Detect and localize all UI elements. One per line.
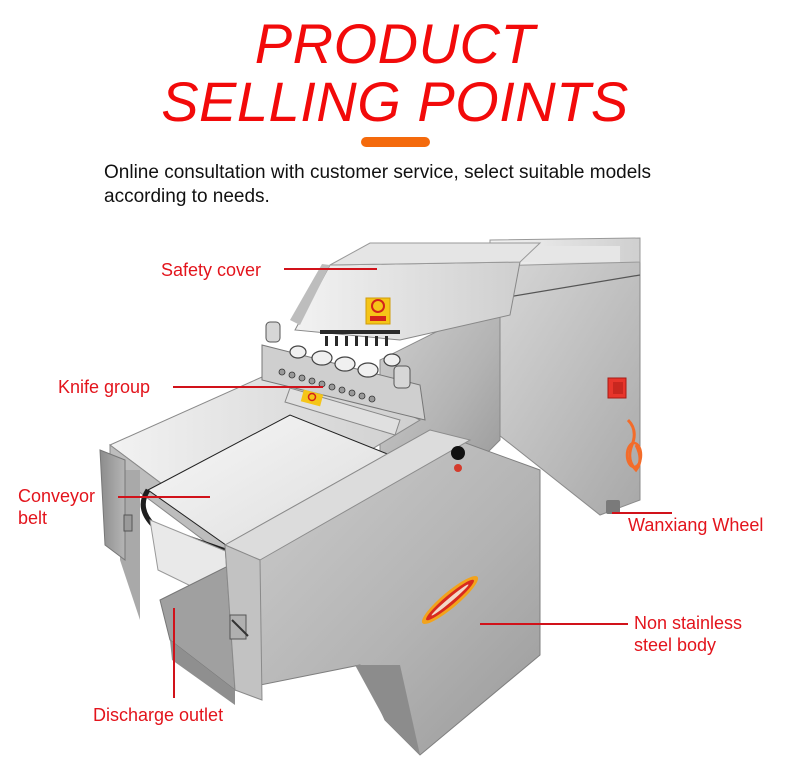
- subtitle-line-1: Online consultation with customer servic…: [104, 162, 652, 183]
- leader-line-wanxiang-wheel: [612, 512, 672, 514]
- leader-line-discharge-outlet: [173, 608, 175, 698]
- callout-steel-body: Non stainless steel body: [634, 612, 742, 656]
- title-accent-bar: [361, 137, 430, 147]
- leader-line-safety-cover: [284, 268, 377, 270]
- subtitle-line-2: according to needs.: [104, 186, 270, 207]
- title-line-1: PRODUCT: [254, 12, 536, 75]
- callout-steel-body-line-2: steel body: [634, 635, 717, 655]
- callout-wanxiang-wheel: Wanxiang Wheel: [628, 515, 764, 535]
- callout-steel-body-line-1: Non stainless: [634, 613, 743, 633]
- safety-cover-shape: [290, 242, 542, 346]
- leader-line-conveyor-belt: [118, 496, 210, 498]
- title-line-2: SELLING POINTS: [161, 70, 629, 133]
- discharge-chute: [159, 564, 236, 705]
- callout-safety-cover: Safety cover: [161, 260, 262, 280]
- front-cabinet: [223, 429, 541, 756]
- callout-discharge-outlet: Discharge outlet: [93, 705, 224, 725]
- knife-group-shape: [261, 321, 426, 436]
- callout-conveyor-belt-line-2: belt: [18, 508, 48, 528]
- callout-conveyor-belt-line-1: Conveyor: [18, 486, 96, 506]
- subtitle: Online consultation with customer servic…: [104, 161, 724, 209]
- leader-line-steel-body: [480, 623, 628, 625]
- leader-line-knife-group: [173, 386, 323, 388]
- callout-knife-group: Knife group: [58, 377, 151, 397]
- callout-conveyor-belt: Conveyor belt: [18, 485, 95, 529]
